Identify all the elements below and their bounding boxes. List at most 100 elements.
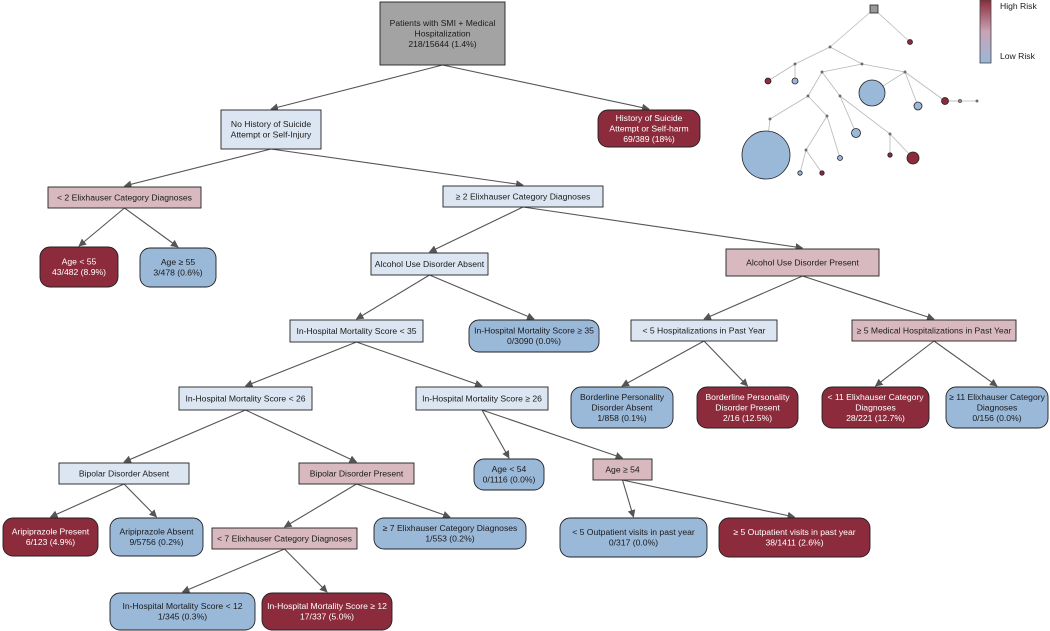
node-label: Attempt or Self-Injury [231,130,312,140]
tree-edge [621,479,636,518]
mini-tree-node [975,99,979,103]
mini-tree-edge [904,71,946,102]
node-box [592,458,653,481]
tree-node-lt2-elix: < 2 Elixhauser Category Diagnoses [47,186,202,209]
tree-edge [428,206,524,253]
mini-tree-node [741,130,791,180]
tree-node-ihm-lt35: In-Hospital Mortality Score < 35 [289,319,424,343]
mini-tree-edge [839,95,857,134]
tree-node-ihm-ge35: In-Hospital Mortality Score ≥ 350/3090 (… [468,319,600,353]
tree-edge [703,275,803,320]
node-label: 0/156 (0.0%) [972,413,1021,423]
mini-tree-node [838,94,842,98]
node-label: Alcohol Use Disorder Absent [375,259,485,269]
tree-edge [621,340,705,387]
node-box [139,247,217,288]
tree-node-elix-lt11: < 11 Elixhauser CategoryDiagnoses28/221 … [821,386,930,429]
node-box [630,319,778,342]
tree-edge [429,274,535,320]
mini-tree-node [907,39,913,45]
mini-tree-edge [904,71,919,107]
tree-edge [123,483,158,518]
node-box [109,592,256,631]
node-label: < 2 Elixhauser Category Diagnoses [57,192,192,202]
tree-edge [802,275,935,321]
tree-edge [78,207,125,247]
mini-tree-edge [807,95,828,117]
mini-tree-node [825,114,829,118]
tree-node-root: Patients with SMI + MedicalHospitalizati… [379,1,506,66]
node-box [415,386,549,411]
node-label: 218/15644 (1.4%) [408,39,476,49]
node-label: 6/123 (4.9%) [26,537,75,547]
node-label: 1/345 (0.3%) [158,612,207,622]
mini-tree-node [820,70,824,74]
mini-tree-node [793,62,797,66]
node-box [58,462,190,485]
node-label: Borderline Personality [580,392,665,402]
node-label: In-Hospital Mortality Score ≥ 12 [267,601,387,611]
mini-tree-edge [769,95,809,120]
mini-tree-edge [794,46,831,65]
node-label: 28/221 (12.7%) [846,413,905,423]
node-box [47,186,202,209]
mini-tree-overview [741,4,979,180]
node-label: Aripiprazole Present [12,527,90,537]
node-box [473,458,545,491]
node-box [821,386,930,429]
tree-edge [49,483,125,518]
node-label: 2/16 (12.5%) [723,413,772,423]
risk-legend: High Risk Low Risk [979,0,1037,64]
tree-edge [442,64,650,112]
risk-gradient-bar [979,0,992,64]
low-risk-label: Low Risk [1000,51,1036,61]
node-box [109,517,204,557]
node-box [379,1,506,66]
node-label: ≥ 5 Outpatient visits in past year [733,527,855,537]
node-label: 43/482 (8.9%) [52,267,106,277]
mini-tree-edge [829,46,863,65]
tree-node-aud-absent: Alcohol Use Disorder Absent [370,252,489,276]
mini-tree-node [851,128,861,138]
node-box [39,246,119,288]
node-label: ≥ 2 Elixhauser Category Diagnoses [456,191,591,201]
mini-tree-node [887,152,893,158]
node-label: 9/5756 (0.2%) [130,537,184,547]
node-label: 69/389 (18%) [623,134,675,144]
tree-node-outp-lt5: < 5 Outpatient visits in past year0/317 … [559,517,708,558]
mini-tree-node [888,132,892,136]
node-label: ≥ 7 Elixhauser Category Diagnoses [383,523,518,533]
mini-tree-edge [873,8,911,43]
tree-edge [245,409,358,463]
node-box [468,319,600,353]
node-label: 0/3090 (0.0%) [507,336,561,346]
mini-tree-edge [805,149,823,174]
mini-tree-edge [805,115,828,151]
node-label: < 5 Hospitalizations in Past Year [642,325,765,335]
node-label: Aripiprazole Absent [119,527,194,537]
node-label: 3/478 (0.6%) [153,268,202,278]
mini-tree-edge [821,71,841,97]
tree-node-bip-absent: Bipolar Disorder Absent [58,462,190,485]
node-box [597,109,701,148]
tree-edge [124,207,179,248]
mini-tree-node [958,98,963,103]
node-label: ≥ 5 Medical Hospitalizations in Past Yea… [857,325,1012,335]
mini-tree-node [860,62,864,66]
node-label: < 7 Elixhauser Category Diagnoses [217,533,352,543]
tree-edge [283,483,357,528]
node-label: 0/1116 (0.0%) [483,475,536,485]
mini-tree-edge [826,115,841,159]
mini-tree-node [941,97,949,105]
node-box [261,592,393,631]
node-label: Bipolar Disorder Present [310,468,404,478]
node-box [220,109,322,150]
tree-node-age-ge54: Age ≥ 54 [592,458,653,481]
node-label: 1/858 (0.1%) [597,413,646,423]
node-label: In-Hospital Mortality Score ≥ 26 [422,393,542,403]
